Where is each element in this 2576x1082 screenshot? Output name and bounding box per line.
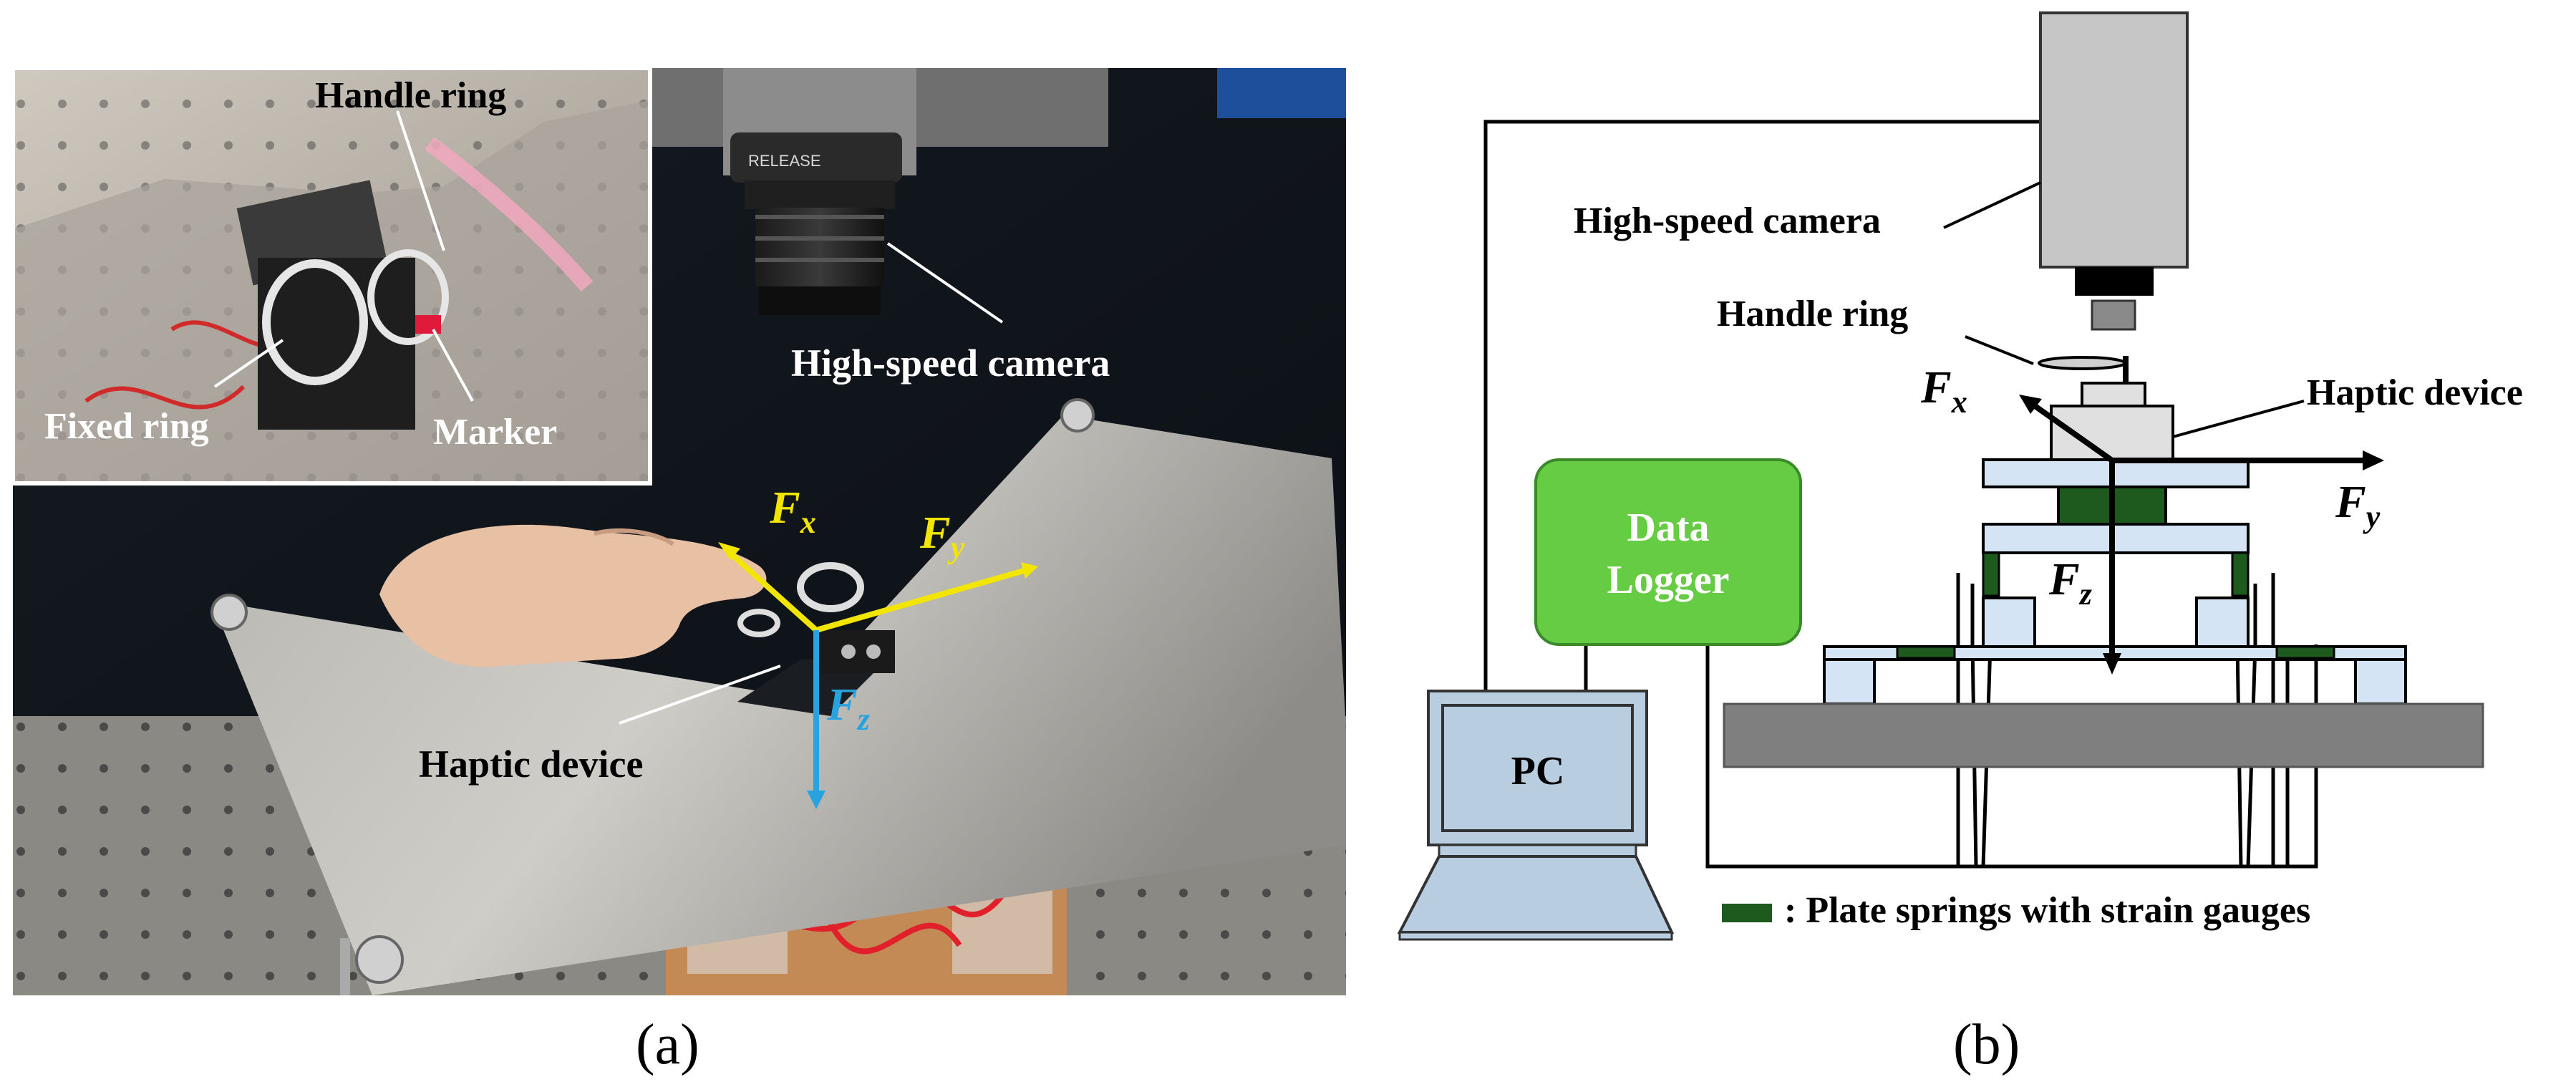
legend: : Plate springs with strain gauges: [1722, 890, 2310, 931]
fy-label-schematic: Fy: [2335, 476, 2381, 534]
fy-label-photo: Fy: [919, 507, 965, 565]
force-arrows-photo: Fx Fy Fz: [718, 482, 1038, 809]
fixed-ring-label: Fixed ring: [44, 406, 209, 447]
legend-text: : Plate springs with strain gauges: [1784, 890, 2310, 931]
device-label-photo: Haptic device: [419, 743, 643, 786]
inset-photo: [13, 68, 650, 483]
marker-label: Marker: [433, 412, 557, 453]
panel-b-schematic: High-speed camera Handle ring Haptic dev…: [1397, 11, 2523, 941]
fx-label-schematic: Fx: [1920, 362, 1967, 420]
pc: PC: [1397, 690, 1675, 941]
fz-label-schematic: Fz: [2048, 554, 2092, 612]
caption-a: (a): [636, 1013, 699, 1076]
camera-label-photo: High-speed camera: [791, 342, 1110, 385]
data-logger-label-1: Data: [1627, 506, 1709, 550]
photo-annotations: High-speed camera Haptic device: [419, 242, 1110, 786]
haptic-device-label-schematic: Haptic device: [2307, 372, 2523, 413]
caption-b: (b): [1953, 1013, 2020, 1076]
hand: [379, 524, 767, 667]
inset-annotations: Handle ring Fixed ring Marker: [44, 75, 557, 453]
camera-label-schematic: High-speed camera: [1574, 201, 1881, 241]
fz-label-photo: Fz: [826, 679, 870, 737]
pc-label: PC: [1511, 749, 1565, 793]
camera-photo: RELEASE: [650, 68, 1346, 315]
high-speed-camera: [2039, 11, 2189, 331]
data-logger-box: [1534, 458, 1802, 646]
data-logger-label-2: Logger: [1607, 558, 1729, 602]
release-text: RELEASE: [748, 152, 821, 170]
fx-label-photo: Fx: [769, 482, 816, 540]
handle-ring-label-photo: Handle ring: [315, 75, 506, 116]
legend-swatch: [1722, 904, 1772, 922]
force-arrows-schematic: Fx Fy Fz: [1920, 362, 2384, 675]
handle-ring-label-schematic: Handle ring: [1717, 294, 1908, 334]
panel-a-photo: RELEASE: [13, 68, 1346, 995]
